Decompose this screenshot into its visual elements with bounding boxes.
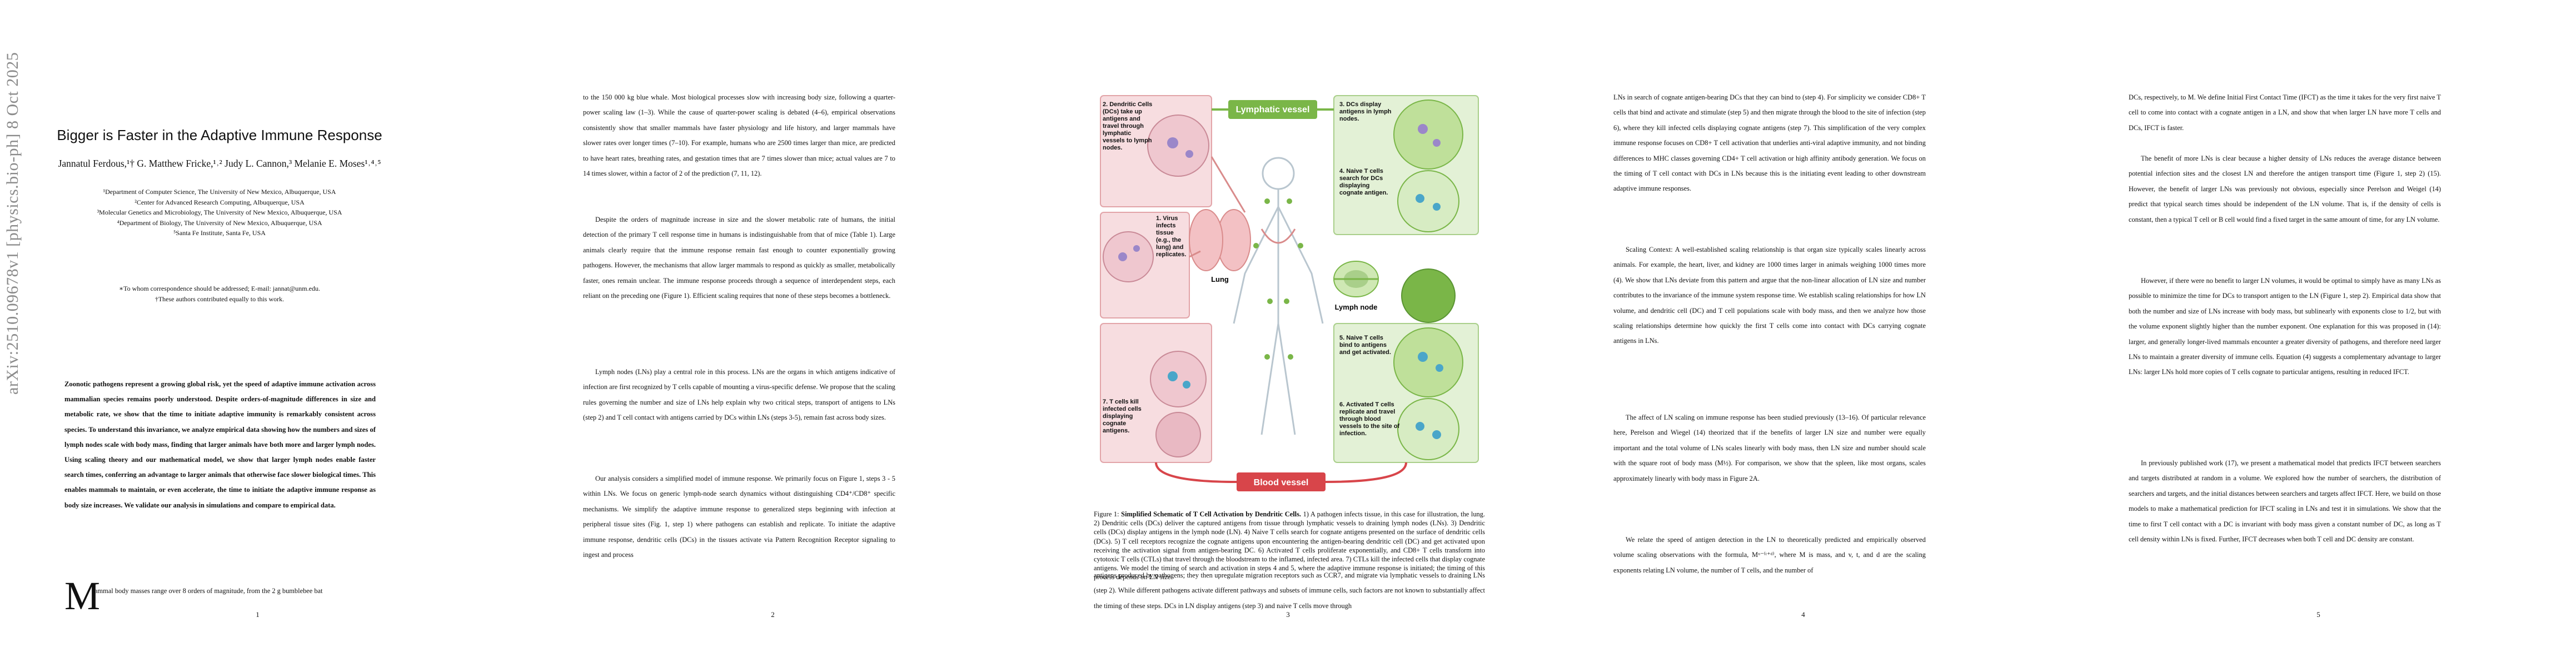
body-paragraph: DCs, respectively, to M. We define Initi… <box>2129 93 2441 132</box>
body-paragraph: However, if there were no benefit to lar… <box>2129 277 2441 376</box>
paper-title: Bigger is Faster in the Adaptive Immune … <box>57 127 382 143</box>
equal-contribution-note: †These authors contributed equally to th… <box>155 295 285 303</box>
affiliations: ¹Department of Computer Science, The Uni… <box>56 187 383 238</box>
body-paragraph: Lymph nodes (LNs) play a central role in… <box>583 368 895 422</box>
step-5-text: 5. Naive T cells bind to antigens and ge… <box>1339 335 1391 356</box>
figure-1-caption: Figure 1: Simplified Schematic of T Cell… <box>1094 510 1485 582</box>
arrow-lung-panel <box>1210 156 1246 213</box>
caption-title: Simplified Schematic of T Cell Activatio… <box>1121 510 1302 518</box>
ln-magnified-activated-icon <box>1397 398 1459 460</box>
body-paragraph: Our analysis considers a simplified mode… <box>583 475 895 559</box>
blood-vessel-label: Blood vessel <box>1254 478 1309 487</box>
page-4: LNs in search of cognate antigen-bearing… <box>1546 0 2061 667</box>
caption-text: 1) A pathogen infects tissue, in this ca… <box>1094 510 1486 581</box>
intro-first-line: ammal body masses range over 8 orders of… <box>94 587 323 595</box>
tcell-large-icon <box>1401 268 1456 323</box>
correspondence-email: ∗To whom correspondence should be addres… <box>119 285 320 292</box>
affiliation: ¹Department of Computer Science, The Uni… <box>103 188 336 196</box>
affiliation: ³Molecular Genetics and Microbiology, Th… <box>97 208 342 216</box>
arrow-infection-lung <box>1189 250 1201 258</box>
step-4-text: 4. Naive T cells search for DCs displayi… <box>1339 168 1388 196</box>
affiliation: ⁵Santa Fe Institute, Santa Fe, USA <box>173 229 266 237</box>
body-paragraph: Despite the orders of magnitude increase… <box>583 216 895 300</box>
dendritic-cell-dots <box>1118 124 1441 261</box>
arrow-blood-in <box>1155 462 1237 483</box>
page-1: arXiv:2510.09678v1 [physics.bio-ph] 8 Oc… <box>0 0 515 667</box>
body-paragraph: The benefit of more LNs is clear because… <box>2129 155 2441 223</box>
body-paragraph: We relate the speed of antigen detection… <box>1613 536 1926 574</box>
page-number: 4 <box>1801 610 1805 619</box>
body-paragraph: In previously published work (17), we pr… <box>2129 459 2441 544</box>
infected-tissue-magnified-icon <box>1103 231 1154 282</box>
page-number: 3 <box>1286 610 1290 619</box>
step-2-text: 2. Dendritic Cells (DCs) take up antigen… <box>1103 101 1152 151</box>
figure-1-schematic: Lymphatic vessel Blood vessel <box>1095 90 1484 504</box>
page-2: to the 150 000 kg blue whale. Most biolo… <box>515 0 1030 667</box>
dc-uptake-magnified-icon <box>1147 115 1209 177</box>
step-3-text: 3. DCs display antigens in lymph nodes. <box>1339 101 1392 122</box>
body-paragraph: The affect of LN scaling on immune respo… <box>1613 414 1926 482</box>
abstract: Zoonotic pathogens represent a growing g… <box>64 380 376 509</box>
body-paragraph: LNs in search of cognate antigen-bearing… <box>1613 93 1926 193</box>
affiliation: ⁴Department of Biology, The University o… <box>117 218 322 227</box>
blood-vessel-banner <box>1237 472 1326 491</box>
page-number: 2 <box>771 610 775 619</box>
step-6-text: 6. Activated T cells replicate and trave… <box>1339 401 1399 437</box>
author-list: Jannatul Ferdous,¹† G. Matthew Fricke,¹˒… <box>58 158 381 169</box>
lymph-network-icon <box>1253 198 1303 360</box>
lung-icon <box>1189 209 1251 271</box>
page-number: 1 <box>256 610 260 619</box>
body-paragraph: Scaling Context: A well-established scal… <box>1613 246 1926 345</box>
correspondence-notes: ∗To whom correspondence should be addres… <box>56 283 383 305</box>
tcell-dots <box>1168 194 1443 439</box>
tcell-kill-magnified-icon <box>1150 351 1207 407</box>
infected-cell-icon <box>1155 412 1201 457</box>
step-7-text: 7. T cells kill infected cells displayin… <box>1103 399 1142 434</box>
arxiv-stamp: arXiv:2510.09678v1 [physics.bio-ph] 8 Oc… <box>3 52 22 395</box>
arrow-blood-out <box>1325 462 1407 483</box>
lymphatic-vessel-label: Lymphatic vessel <box>1236 105 1310 115</box>
lung-label: Lung <box>1211 275 1229 283</box>
body-paragraph: antigens produced by pathogens; they the… <box>1094 571 1485 610</box>
page-number: 5 <box>2316 610 2320 619</box>
body-paragraph: to the 150 000 kg blue whale. Most biolo… <box>583 93 895 178</box>
human-figure-icon <box>1233 157 1324 435</box>
caption-label: Figure 1: <box>1094 510 1119 518</box>
schematic-illustration: Lymphatic vessel Blood vessel <box>1095 90 1484 504</box>
ln-magnified-dc-icon <box>1393 99 1463 170</box>
step-1-text: 1. Virus infects tissue (e.g., the lung)… <box>1156 215 1186 258</box>
lymphatic-vessel-banner <box>1228 100 1317 119</box>
ln-magnified-binding-icon <box>1393 327 1463 397</box>
drop-cap: M <box>64 574 101 618</box>
page-5: DCs, respectively, to M. We define Initi… <box>2061 0 2576 667</box>
affiliation: ²Center for Advanced Research Computing,… <box>134 198 305 206</box>
ln-magnified-tcell-icon <box>1397 170 1459 232</box>
lymph-node-label: Lymph node <box>1335 303 1378 311</box>
